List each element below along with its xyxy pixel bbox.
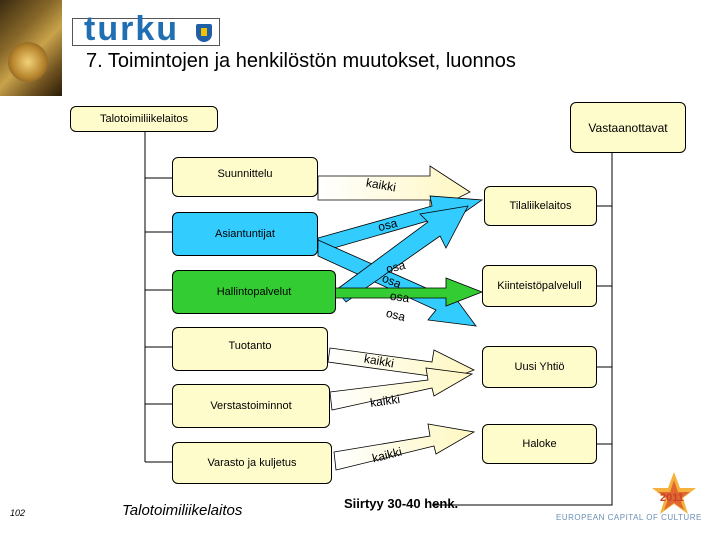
arrow-kaikki-varasto: [334, 424, 474, 470]
source-org-box: Talotoimiliikelaitos: [70, 106, 218, 132]
unit-asiantuntijat: Asiantuntijat: [172, 212, 318, 256]
unit-varasto-ja-kuljetus: Varasto ja kuljetus: [172, 442, 332, 484]
receiver-haloke: Haloke: [482, 424, 597, 464]
receiver-tilaliikelaitos: Tilaliikelaitos: [484, 186, 597, 226]
unit-hallintopalvelut: Hallintopalvelut: [172, 270, 336, 314]
year-logo-text: 2011: [660, 492, 684, 504]
footer-summary: Siirtyy 30-40 henk.: [344, 496, 458, 511]
receiver-uusi-yhtio: Uusi Yhtiö: [482, 346, 597, 388]
arrow-kaikki-verstas: [330, 368, 472, 410]
receivers-box: Vastaanottavat: [570, 102, 686, 153]
transfer-label-osa: osa: [389, 289, 410, 306]
unit-tuotanto: Tuotanto: [172, 327, 328, 371]
receiver-kiinteistopalvelut: Kiinteistöpalvelull: [482, 265, 597, 307]
unit-verstastoiminnot: Verstastoiminnot: [172, 384, 330, 428]
unit-suunnittelu: Suunnittelu: [172, 157, 318, 197]
footer-org-label: Talotoimiliikelaitos: [122, 502, 242, 519]
page-number: 102: [10, 508, 25, 518]
